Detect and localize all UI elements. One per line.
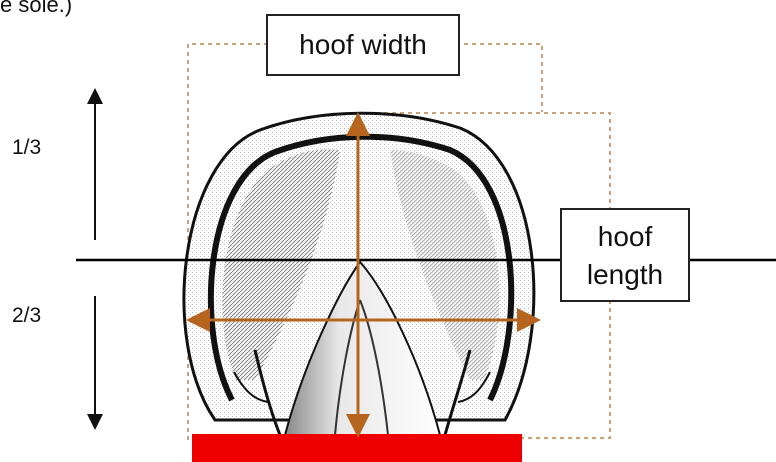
hoof-length-label-box: hoof length	[560, 208, 690, 302]
page-top-fragment: e sole.)	[0, 0, 72, 18]
fraction-bottom-label: 2/3	[12, 304, 41, 328]
hoof-length-label-line1: hoof	[562, 218, 688, 256]
fraction-top-label: 1/3	[12, 136, 41, 160]
hoof-length-label-line2: length	[562, 256, 688, 294]
hoof-width-label-box: hoof width	[266, 14, 460, 76]
hoof-width-label: hoof width	[268, 16, 458, 74]
ground-bar	[192, 434, 522, 462]
